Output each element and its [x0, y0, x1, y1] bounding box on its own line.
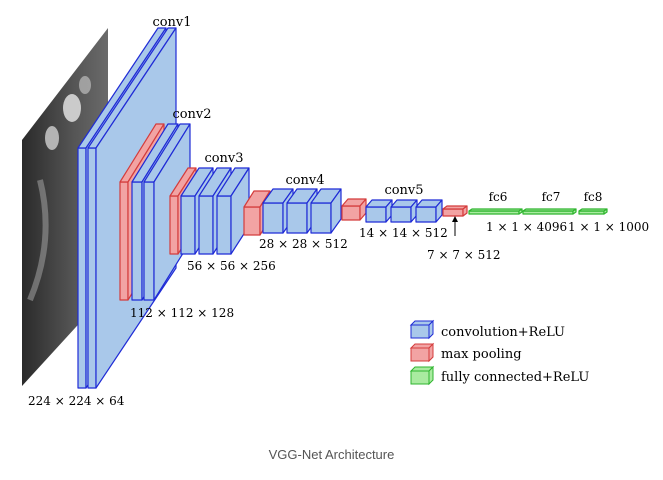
fc7-block-top: [522, 208, 577, 212]
dim-14: 14 × 14 × 512: [359, 226, 448, 240]
conv4-block-3-front: [310, 202, 332, 234]
conv4-block-2-front: [286, 202, 308, 234]
pool4-block: [341, 198, 367, 221]
legend-swatch-pool: [409, 342, 435, 363]
pool5-block-front: [442, 208, 464, 217]
label-conv3: conv3: [204, 151, 243, 166]
pool2-block-front: [169, 195, 179, 255]
fc8-block-side: [603, 208, 608, 215]
dim-56: 56 × 56 × 256: [187, 259, 276, 273]
conv3-block-1-front: [180, 195, 196, 255]
legend-label-conv: convolution+ReLU: [441, 325, 565, 340]
dim-224: 224 × 224 × 64: [28, 394, 125, 408]
dim-28: 28 × 28 × 512: [259, 237, 348, 251]
legend: convolution+ReLU max pooling fully conne…: [409, 319, 589, 386]
label-fc7: fc7: [542, 190, 561, 204]
pool1-block-front: [119, 181, 129, 301]
conv5-block-3-front: [415, 206, 437, 223]
fc8-block: [578, 208, 608, 215]
pool3-block-front: [243, 206, 261, 236]
conv1-block-2-front: [87, 147, 97, 389]
dim-4096: 1 × 1 × 4096: [486, 220, 567, 234]
fc7-block-side: [572, 208, 577, 215]
conv5-block-1-front: [365, 206, 387, 223]
legend-swatch-conv: [409, 319, 435, 340]
conv4-block-3-side: [330, 188, 342, 234]
dim-112: 112 × 112 × 128: [130, 306, 234, 320]
fc6-block-top: [468, 208, 523, 212]
fc6-block-side: [518, 208, 523, 215]
label-conv2: conv2: [172, 107, 211, 122]
label-fc6: fc6: [489, 190, 508, 204]
figure-caption: VGG-Net Architecture: [268, 447, 395, 462]
layer-blocks: [77, 27, 608, 389]
conv2-block-1-front: [131, 181, 143, 301]
fc6-block: [468, 208, 523, 215]
dim-1000: 1 × 1 × 1000: [568, 220, 649, 234]
legend-swatch-fc: [409, 365, 435, 386]
pool4-block-front: [341, 205, 361, 221]
conv1-block-1-front: [77, 147, 87, 389]
label-conv4: conv4: [285, 173, 324, 188]
conv5-block-1: [365, 199, 393, 223]
conv3-block-3-front: [216, 195, 232, 255]
pool5-block: [442, 205, 468, 217]
label-conv1: conv1: [152, 15, 191, 30]
conv5-block-3: [415, 199, 443, 223]
fc7-block: [522, 208, 577, 215]
label-fc8: fc8: [584, 190, 603, 204]
conv3-block-2-front: [198, 195, 214, 255]
legend-label-fc: fully connected+ReLU: [441, 370, 589, 385]
conv4-block-1-front: [262, 202, 284, 234]
pool5-block-side: [462, 205, 468, 217]
conv5-block-2: [390, 199, 418, 223]
conv2-block-2-front: [143, 181, 155, 301]
conv4-block-3: [310, 188, 342, 234]
label-conv5: conv5: [384, 183, 423, 198]
conv5-block-2-front: [390, 206, 412, 223]
dim-7: 7 × 7 × 512: [427, 248, 501, 262]
fc8-block-top: [578, 208, 608, 212]
legend-label-pool: max pooling: [441, 347, 522, 362]
conv5-block-3-side: [435, 199, 443, 223]
